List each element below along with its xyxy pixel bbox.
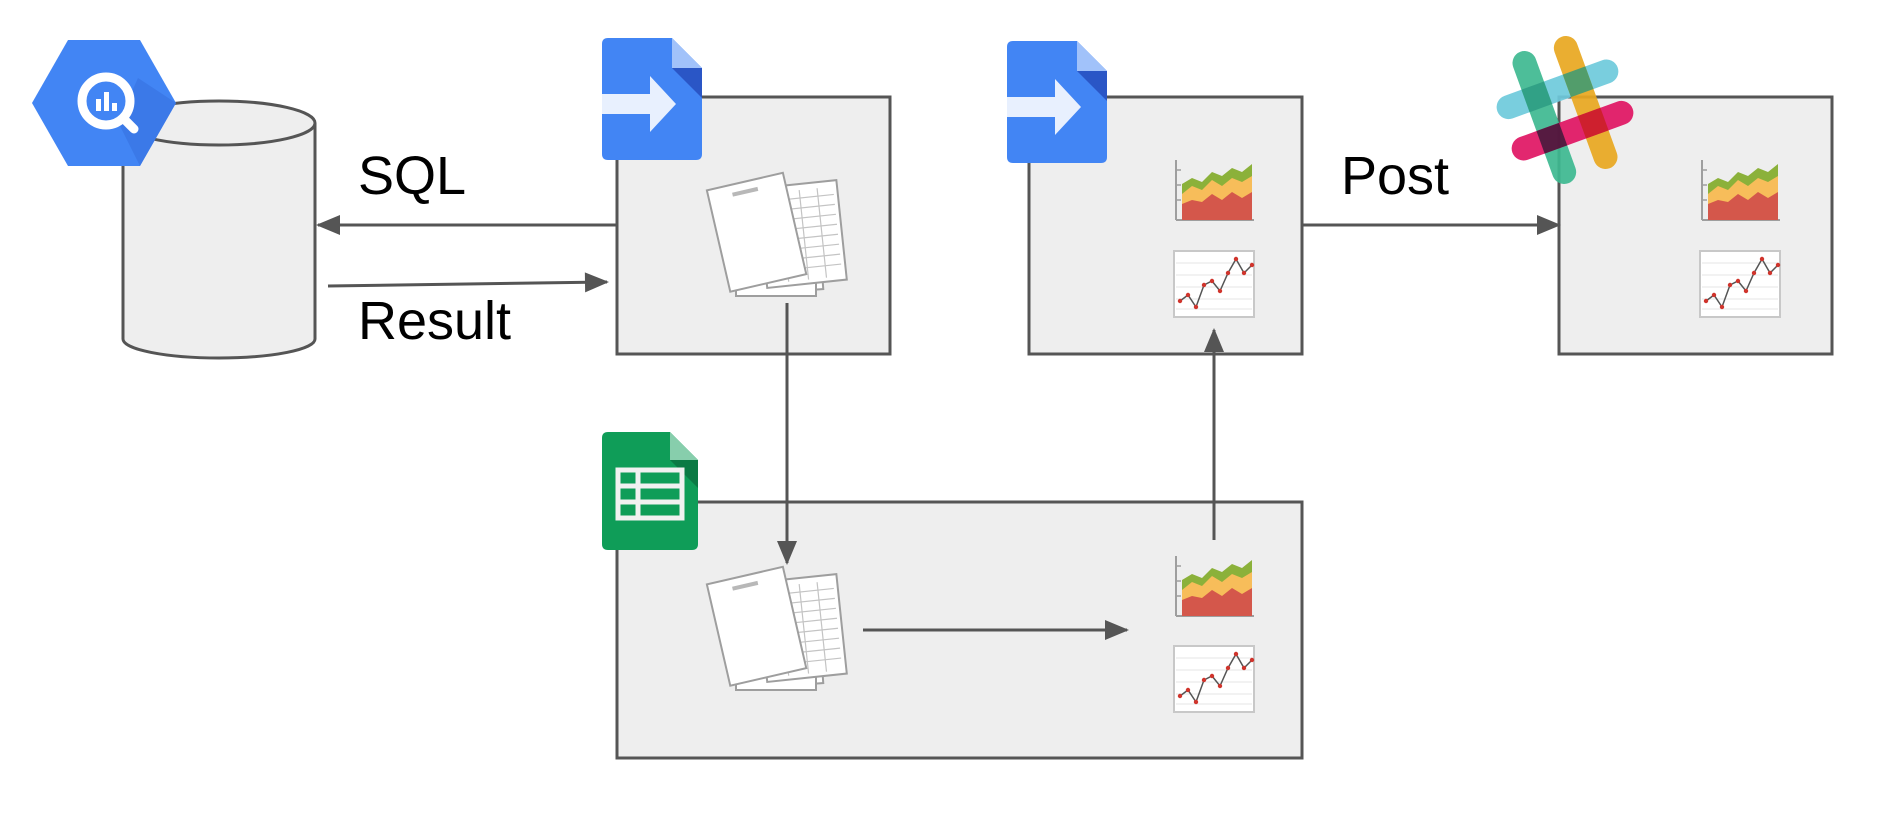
documents-icon bbox=[707, 173, 847, 296]
post-label: Post bbox=[1341, 146, 1449, 206]
result-arrow bbox=[328, 282, 607, 286]
area-chart-icon bbox=[1174, 556, 1254, 618]
result-label: Result bbox=[358, 291, 511, 351]
google-sheets-icon bbox=[602, 432, 698, 550]
line-chart-icon bbox=[1700, 251, 1780, 317]
area-chart-icon bbox=[1700, 160, 1780, 222]
apps-script-icon bbox=[602, 38, 702, 160]
apps-script-icon bbox=[1007, 41, 1107, 163]
area-chart-icon bbox=[1174, 160, 1254, 222]
documents-icon bbox=[707, 567, 847, 690]
line-chart-icon bbox=[1174, 251, 1254, 317]
line-chart-icon bbox=[1174, 646, 1254, 712]
sql-label: SQL bbox=[358, 146, 466, 206]
